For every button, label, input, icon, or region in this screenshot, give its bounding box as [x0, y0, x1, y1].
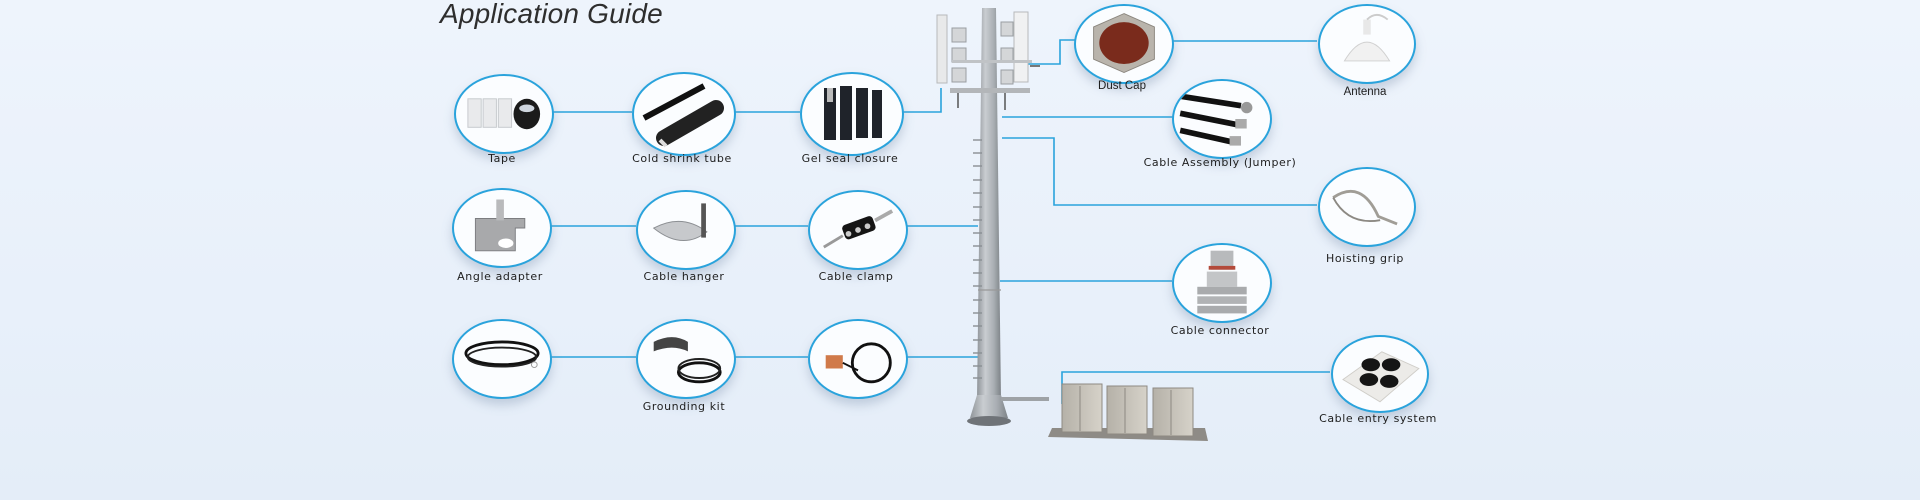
tower-pole	[977, 8, 1001, 400]
antenna-panel	[936, 14, 948, 84]
tape-icon	[456, 76, 552, 152]
tower-base	[970, 395, 1008, 418]
cold-shrink-tube-image[interactable]	[632, 72, 736, 156]
cold-shrink-tube-icon	[634, 74, 734, 154]
hoisting-grip-icon	[1320, 169, 1414, 245]
angle-adapter-image[interactable]	[452, 188, 552, 268]
cable-assembly-image[interactable]	[1172, 79, 1272, 159]
hoisting-grip-label: Hoisting grip	[1326, 252, 1404, 265]
cable-clamp-icon	[810, 192, 906, 268]
equipment-cabinets	[1061, 383, 1194, 437]
cable-assembly-icon	[1174, 81, 1270, 157]
grounding-kit-icon	[638, 321, 734, 397]
cable-entry-system-label: Cable entry system	[1319, 412, 1437, 425]
grounding-kit-label: Grounding kit	[642, 400, 726, 413]
grounding-cable-image[interactable]	[452, 319, 552, 399]
cable-hanger-label: Cable hanger	[643, 270, 725, 283]
cable-hanger-image[interactable]	[636, 190, 736, 270]
cold-shrink-tube-label: Cold shrink tube	[632, 152, 732, 165]
grounding-kit-image[interactable]	[636, 319, 736, 399]
climbing-steps	[973, 139, 982, 379]
dust-cap-image[interactable]	[1074, 4, 1174, 84]
grounding-cable-icon	[454, 321, 550, 397]
connector-line	[900, 88, 942, 113]
cable-connector-image[interactable]	[1172, 243, 1272, 323]
antenna-label: Antenna	[1343, 86, 1387, 98]
hoisting-grip-image[interactable]	[1318, 167, 1416, 247]
antenna-icon	[1320, 6, 1414, 82]
angle-adapter-label: Angle adapter	[457, 270, 543, 283]
gel-seal-closure-label: Gel seal closure	[801, 152, 899, 165]
page-title: Application Guide	[440, 0, 663, 29]
dust-cap-icon	[1076, 6, 1172, 82]
cable-assembly-label: Cable Assembly (Jumper)	[1143, 156, 1297, 169]
antenna-panel	[1013, 11, 1029, 83]
connector-line	[1002, 137, 1317, 206]
grounding-cable-2-icon	[810, 321, 906, 397]
tower-foot	[967, 416, 1011, 426]
cable-connector-label: Cable connector	[1170, 324, 1270, 337]
connector-line	[1020, 39, 1075, 65]
angle-adapter-icon	[454, 190, 550, 266]
gel-seal-closure-icon	[802, 74, 902, 154]
cable-clamp-label: Cable clamp	[818, 270, 894, 283]
cable-connector-icon	[1174, 245, 1270, 321]
cable-entry-system-image[interactable]	[1331, 335, 1429, 413]
gel-seal-closure-image[interactable]	[800, 72, 904, 156]
antenna-image[interactable]	[1318, 4, 1416, 84]
tape-label: Tape	[488, 152, 516, 165]
cable-clamp-image[interactable]	[808, 190, 908, 270]
dust-cap-label: Dust Cap	[1098, 80, 1146, 92]
cable-entry-system-icon	[1333, 337, 1427, 411]
tape-image[interactable]	[454, 74, 554, 154]
cable-hanger-icon	[638, 192, 734, 268]
grounding-cable-2-image[interactable]	[808, 319, 908, 399]
